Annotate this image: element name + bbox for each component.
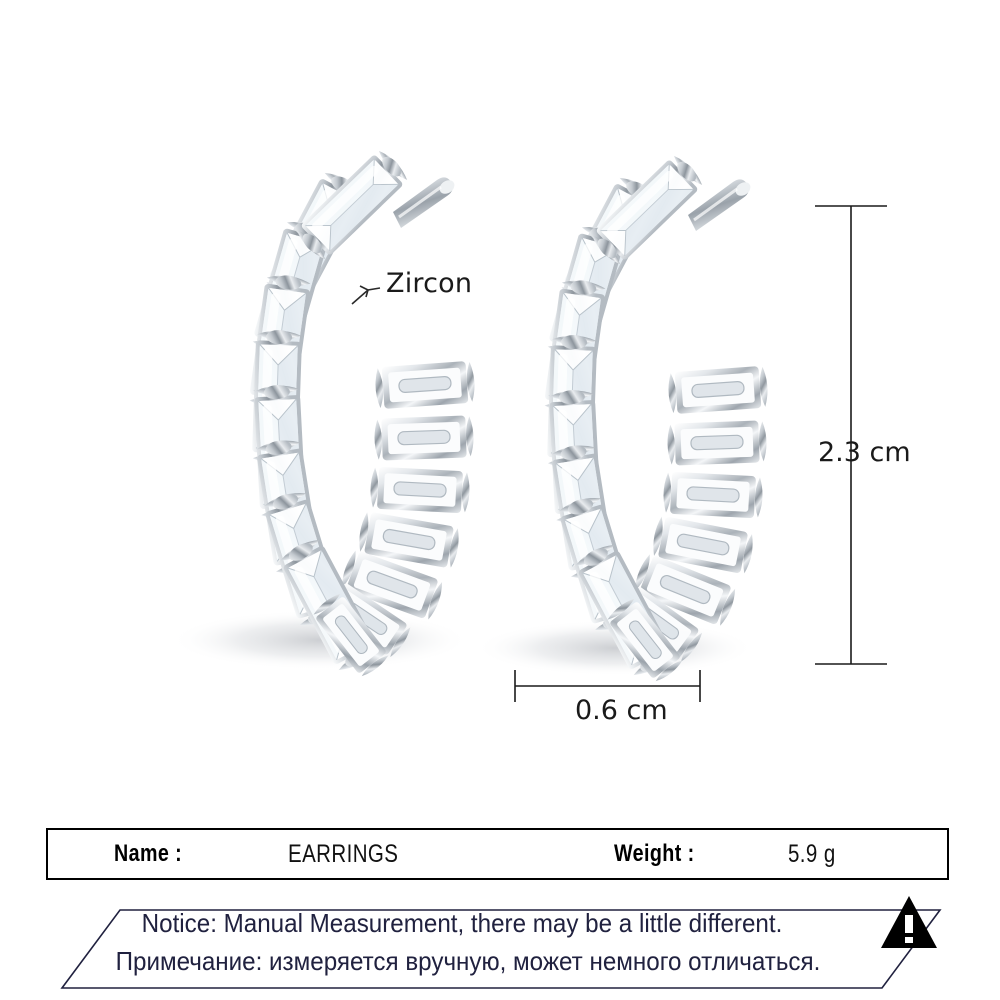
name-value: EARRINGS [288, 839, 399, 868]
name-field: Name : [114, 830, 197, 878]
weight-value: 5.9 g [788, 839, 836, 868]
earring-left [247, 146, 477, 680]
notice-parallelogram [60, 909, 942, 989]
zircon-callout-label: Zircon [386, 268, 473, 299]
weight-field: Weight : [614, 830, 712, 878]
earring-post-right [688, 179, 751, 231]
notice-panel: Notice: Manual Measurement, there may be… [0, 890, 1000, 1000]
name-value-field: EARRINGS [288, 830, 423, 878]
earrings-illustration [170, 146, 887, 702]
width-dimension-label: 0.6 cm [575, 695, 668, 726]
warning-triangle-icon [881, 896, 937, 948]
height-dimension-line [815, 205, 887, 665]
notice-panel-outline [60, 896, 942, 989]
product-photo: Zircon 2.3 cm 0.6 cm [170, 146, 911, 726]
earring-post-left [393, 177, 455, 228]
earring-right [542, 151, 770, 685]
weight-value-field: 5.9 g [788, 830, 846, 878]
product-info-bar: Name : EARRINGS Weight : 5.9 g [46, 828, 949, 880]
name-label: Name : [114, 840, 183, 867]
height-dimension-label: 2.3 cm [818, 437, 911, 468]
notice-text-ru: Примечание: измеряется вручную, может не… [115, 946, 821, 976]
zircon-leader-line [351, 285, 381, 305]
notice-text-en: Notice: Manual Measurement, there may be… [141, 908, 783, 938]
width-dimension-line [514, 670, 701, 702]
weight-label: Weight : [614, 840, 695, 867]
